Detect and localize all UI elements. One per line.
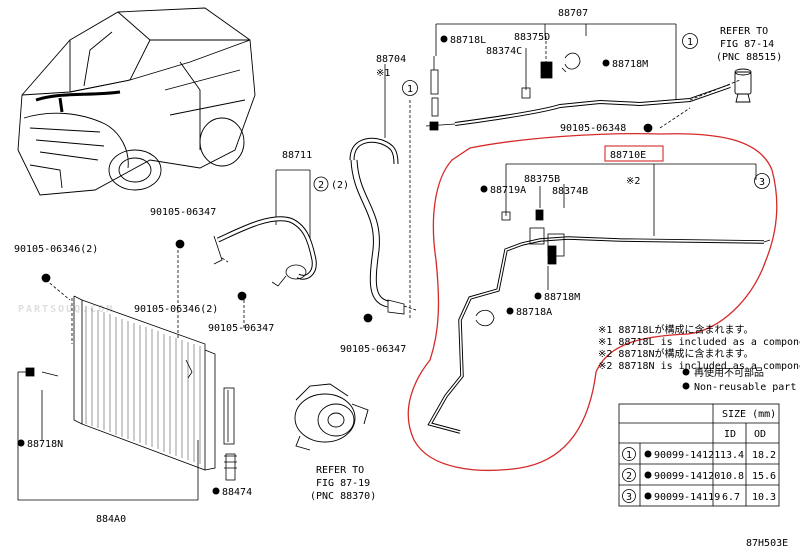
legend-dot-en <box>682 382 690 390</box>
label-88375D: 88375D <box>514 32 550 43</box>
size-row-2-num: 2 <box>626 471 632 482</box>
non-reusable-dot <box>602 59 610 67</box>
label-88711: 88711 <box>282 150 312 161</box>
label-88374C: 88374C <box>486 46 522 57</box>
size-row-3-part: 90099-14119 <box>654 492 720 503</box>
condenser-884A0 <box>17 250 245 501</box>
label-88710E-mark: ※2 <box>626 176 640 187</box>
component-notes: ※1 88718Lが構成に含まれます。 ※1 88718L is include… <box>598 323 800 393</box>
bolt-icons <box>25 121 653 377</box>
refer-note-2-line3: (PNC 88370) <box>310 491 376 502</box>
label-90105-06347-c: 90105-06347 <box>340 344 406 355</box>
non-reusable-dot <box>534 292 542 300</box>
highlight-box-88710E <box>604 145 664 162</box>
non-reusable-dot <box>480 185 488 193</box>
pipe-88710E <box>427 163 771 434</box>
callout-labels: 88707 88718L 88375D 88374C 88718M REFER … <box>14 8 788 549</box>
filter-88474 <box>223 387 237 481</box>
label-90105-06348: 90105-06348 <box>560 123 626 134</box>
label-88718A: 88718A <box>516 307 552 318</box>
label-88710E: 88710E <box>610 150 646 161</box>
circle-ref-1-top-text: 1 <box>687 37 693 48</box>
label-884A0: 884A0 <box>96 514 126 525</box>
figure-code: 87H503E <box>746 538 788 549</box>
legend-jp: 再使用不可部品 <box>694 366 764 379</box>
size-row-3-id: 6.7 <box>722 492 740 503</box>
note-line-3: ※2 88718Nが構成に含まれます。 <box>598 347 754 360</box>
circle-ref-2-88711-text: 2 <box>318 180 324 191</box>
non-reusable-dot <box>506 307 514 315</box>
non-reusable-dot <box>644 471 652 479</box>
label-88375B: 88375B <box>524 174 560 185</box>
label-90105-06347-a: 90105-06347 <box>150 207 216 218</box>
size-row-2-part: 90099-14120 <box>654 471 720 482</box>
size-row-3-od: 10.3 <box>752 492 776 503</box>
size-row-2-circle <box>622 468 636 482</box>
size-table-title: SIZE (mm) <box>722 409 776 420</box>
size-row-3-circle <box>622 489 636 503</box>
circle-ref-1-mid <box>402 80 418 96</box>
circle-ref-2-88711 <box>313 176 329 192</box>
size-row-1-od: 18.2 <box>752 450 776 461</box>
label-88719A: 88719A <box>490 185 526 196</box>
size-row-1-circle <box>622 447 636 461</box>
assembly-88707-lines <box>425 23 741 129</box>
circle-ref-1-mid-text: 1 <box>407 84 413 95</box>
highlight-outline-88710E <box>407 132 778 472</box>
non-reusable-dot <box>644 450 652 458</box>
label-88718L: 88718L <box>450 35 486 46</box>
non-reusable-dot <box>17 439 25 447</box>
refer-note-1-line1: REFER TO <box>720 26 768 37</box>
vehicle-ac-line-highlight <box>35 90 121 113</box>
size-row-3-num: 3 <box>626 492 632 503</box>
refer-note-1-line3: (PNC 88515) <box>716 52 782 63</box>
non-reusable-dot <box>440 35 448 43</box>
note-line-1: ※1 88718Lが構成に含まれます。 <box>598 323 754 336</box>
label-88707: 88707 <box>558 8 588 19</box>
label-88718M-bottom: 88718M <box>544 292 580 303</box>
size-table <box>618 403 780 507</box>
circle-ref-3-text: 3 <box>759 177 765 188</box>
refer-note-2-line1: REFER TO <box>316 465 364 476</box>
watermark-text: PARTSOUQ.COM <box>18 304 114 315</box>
label-90105-06347-b: 90105-06347 <box>208 323 274 334</box>
circle-ref-1-top <box>682 33 698 49</box>
receiver-drier-icon <box>734 68 752 103</box>
label-88718M-top: 88718M <box>612 59 648 70</box>
refer-note-2-line2: FIG 87-19 <box>316 478 370 489</box>
size-row-1-part: 90099-14121 <box>654 450 720 461</box>
refer-note-1-line2: FIG 87-14 <box>720 39 774 50</box>
note-line-2: ※1 88718L is included as a component <box>598 337 800 348</box>
note-line-4: ※2 88718N is included as a component <box>598 361 800 372</box>
label-88474: 88474 <box>222 487 252 498</box>
size-row-1-num: 1 <box>626 450 632 461</box>
vehicle-illustration <box>17 7 256 196</box>
size-table-text: SIZE (mm) ID OD 1 90099-14121 13.4 18.2 … <box>622 409 776 503</box>
non-reusable-dot <box>212 487 220 495</box>
size-row-2-od: 15.6 <box>752 471 776 482</box>
label-88374B: 88374B <box>552 186 588 197</box>
label-90105-06346-2a: 90105-06346(2) <box>14 244 98 255</box>
non-reusable-dot <box>644 492 652 500</box>
legend-dot-jp <box>682 368 690 376</box>
hose-88704 <box>349 64 417 318</box>
size-row-2-id: 10.8 <box>720 471 744 482</box>
size-table-col-id: ID <box>724 429 736 440</box>
compressor-illustration <box>294 383 369 451</box>
label-88704: 88704 <box>376 54 406 65</box>
label-88711-qty: (2) <box>331 180 349 191</box>
legend-en: Non-reusable part <box>694 382 796 393</box>
circle-ref-3 <box>754 173 770 189</box>
label-88704-mark: ※1 <box>376 68 390 79</box>
label-88718N: 88718N <box>27 439 63 450</box>
size-row-1-id: 13.4 <box>720 450 744 461</box>
hose-88711 <box>213 169 317 287</box>
size-table-col-od: OD <box>754 429 766 440</box>
label-90105-06346-2b: 90105-06346(2) <box>134 304 218 315</box>
